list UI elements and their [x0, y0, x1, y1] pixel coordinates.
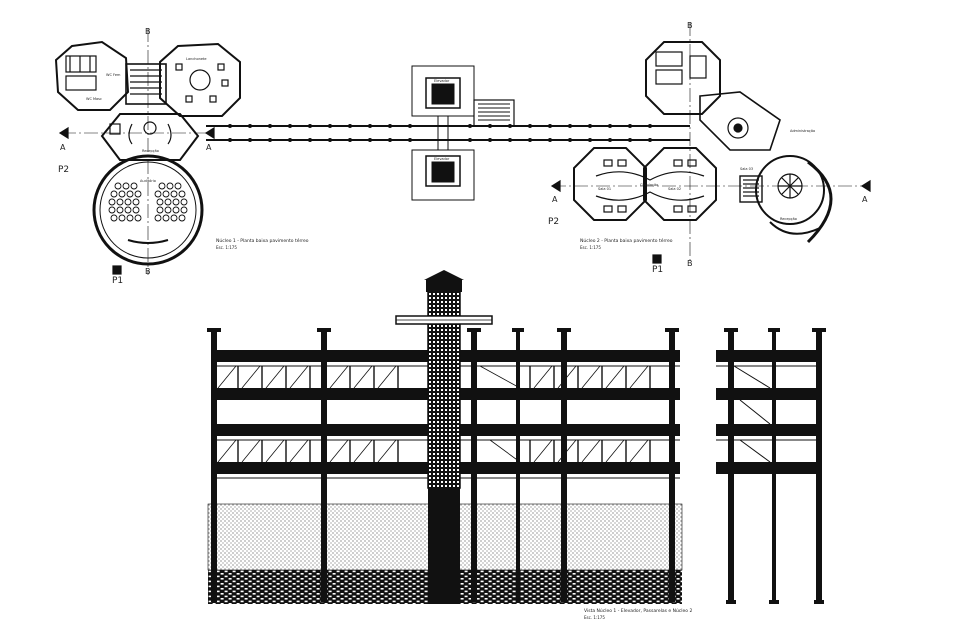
room-label: Recepção [142, 149, 159, 153]
elevation-main [207, 270, 683, 604]
axis-mark-a-right: A [862, 195, 868, 204]
view-mark-p2: P2 [58, 165, 69, 175]
elevator-core-plan [411, 65, 515, 201]
elevator-labels: Elevador Elevador [434, 79, 450, 161]
room-label: Recepção [780, 217, 797, 221]
room-label: Sala 03 [740, 167, 753, 171]
axis-mark-b-top: B [145, 27, 151, 36]
room-label: Lanchonete [186, 57, 207, 61]
room-label: Auditório [140, 179, 156, 183]
room-label: Circulação [640, 183, 658, 187]
plan-right-labels: A A B B P2 P1 Recepção Administração Sal… [548, 21, 868, 275]
axis-mark-a-left: A [552, 195, 558, 204]
axis-mark-b-bottom: B [687, 259, 693, 268]
axis-mark-a-left: A [60, 143, 66, 152]
plan-scale: Esc. 1:175 [580, 245, 601, 250]
elevator-label-top: Elevador [434, 79, 450, 83]
room-label: Administração [790, 129, 815, 133]
axis-mark-b-top: B [687, 21, 693, 30]
plan-left-labels: A A B B P2 P1 Auditório Recepção Lanchon… [58, 27, 309, 286]
room-label: Sala 01 [598, 187, 611, 191]
axis-mark-b-bottom: B [145, 267, 151, 276]
plan-scale: Esc. 1:175 [216, 245, 237, 250]
view-mark-p1: P1 [112, 276, 123, 286]
plan-right [550, 22, 871, 264]
plan-left [54, 28, 241, 275]
room-label: WC Masc [86, 97, 102, 101]
room-label: WC Fem [106, 73, 121, 77]
elevation-title: Vista Núcleo 1 - Elevador, Passarelas e … [584, 607, 692, 614]
elevation-side [716, 328, 826, 604]
elevation-scale: Esc. 1:175 [584, 615, 605, 620]
room-label: Sala 02 [668, 187, 681, 191]
view-mark-p1: P1 [652, 265, 663, 275]
plan-caption: Núcleo 1 - Planta baixa pavimento térreo [216, 237, 309, 244]
view-mark-p2: P2 [548, 217, 559, 227]
elevator-label-bottom: Elevador [434, 157, 450, 161]
plan-caption: Núcleo 2 - Planta baixa pavimento térreo [580, 237, 673, 244]
elevation-caption: Vista Núcleo 1 - Elevador, Passarelas e … [584, 607, 692, 620]
axis-mark-a-right: A [206, 143, 212, 152]
